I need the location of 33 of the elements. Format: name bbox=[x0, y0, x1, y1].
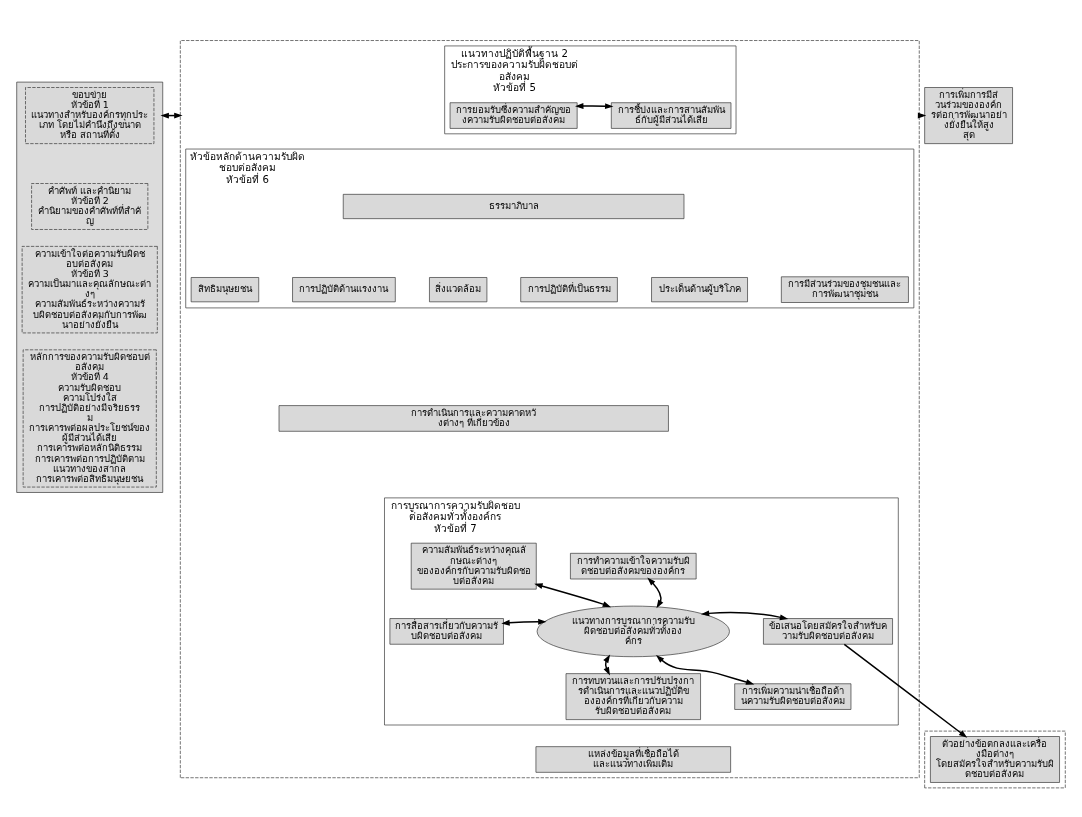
node-box: คำศัพท์ และคำนิยาม หัวข้อที่ 2 คำนิยามของคำศัพท์ที่สำคัญ bbox=[31, 183, 149, 230]
arrow bbox=[843, 643, 968, 738]
node-box: การเพิ่มการมีส่วนร่วมขององค์กรต่อการพัฒนาอย่างยั่งยืนให้สูงสุด bbox=[924, 87, 1013, 144]
node-box: ประเด็นด้านผู้บริโภค bbox=[651, 277, 748, 303]
node-box: การทบทวนและการปรับปรุงการดำเนินการและแนวปฏิบัติขององค์กรที่เกี่ยวกับความรับผิดชอบต่อสังคม bbox=[565, 673, 701, 720]
node-box: สิ่งแวดล้อม bbox=[429, 277, 488, 303]
node-box: หลักการของความรับผิดชอบต่อสังคม หัวข้อที่ 4 ความรับผิดชอบ ความโปร่งใส การปฏิบัติอย่างมีจริยธรรม การเคารพต่อผลประโยชน์ของผู้มีส่วนได้เสีย การเคารพต่อหลักนิติธรรม การเคารพต่อการปฏิบัติตามแนวทางของสากล การเคารพต่อสิทธิมนุษยชน bbox=[22, 349, 157, 488]
node-box: การยอมรับซึ่งความสำคัญของความรับผิดชอบต่อสังคม bbox=[449, 102, 578, 129]
arrow bbox=[700, 610, 789, 621]
arrow bbox=[501, 618, 547, 626]
node-box: สิทธิมนุษยชน bbox=[190, 277, 260, 303]
node-box: การดำเนินการและความคาดหวังต่างๆ ที่เกี่ยวข้อง bbox=[278, 405, 669, 432]
node-box: การปฏิบัติด้านแรงงาน bbox=[292, 277, 396, 303]
node-box: การเพิ่มความน่าเชื่อถือด้านความรับผิดชอบต่อสังคม bbox=[734, 683, 852, 710]
arrow bbox=[647, 577, 664, 609]
node-box: การปฏิบัติที่เป็นธรรม bbox=[520, 277, 618, 303]
node-box: การมีส่วนร่วมของชุมชนและการพัฒนาชุมชน bbox=[781, 276, 909, 303]
node-box: การสื่อสารเกี่ยวกับความรับผิดชอบต่อสังคม bbox=[389, 618, 504, 645]
node-box: แหล่งข้อมูลที่เชื่อถือได้และแนวทางเพิ่มเติม bbox=[535, 746, 731, 773]
node-box: การทำความเข้าใจความรับผิดชอบต่อสังคมขององค์กร bbox=[570, 553, 697, 580]
node-box: การชี้บ่งและการสานสัมพันธ์กับผู้มีส่วนได้เสีย bbox=[610, 102, 732, 129]
cluster bbox=[180, 40, 920, 779]
arrow bbox=[603, 654, 611, 676]
arrow bbox=[534, 583, 612, 608]
arrow bbox=[655, 654, 755, 685]
node-box: ข้อเสนอโดยสมัครใจสำหรับความรับผิดชอบต่อสังคม bbox=[763, 618, 893, 645]
node-box: ความสัมพันธ์ระหว่างคุณลักษณะต่างๆ ขององค์กรกับความรับผิดชอบต่อสังคม bbox=[410, 542, 537, 590]
node-box: ขอบข่าย หัวข้อที่ 1 แนวทางสำหรับองค์กรทุกประเภท โดยไม่คำนึงถึงขนาด หรือ สถานที่ตั้ง bbox=[25, 87, 155, 144]
node-box: ธรรมาภิบาล bbox=[342, 194, 685, 219]
arrow bbox=[575, 103, 614, 110]
node-box: ตัวอย่างข้อตกลงและเครื่องมือต่างๆ โดยสมัครใจสำหรับความรับผิดชอบต่อสังคม bbox=[930, 736, 1060, 783]
node-box: ความเข้าใจต่อความรับผิดชอบต่อสังคม หัวข้อที่ 3 ความเป็นมาและคุณลักษณะต่างๆ ความสัมพันธ์ระหว่างความรับผิดชอบต่อสังคมกับการพัฒนาอย่างยั่งยืน bbox=[21, 246, 158, 334]
cluster bbox=[16, 81, 164, 493]
